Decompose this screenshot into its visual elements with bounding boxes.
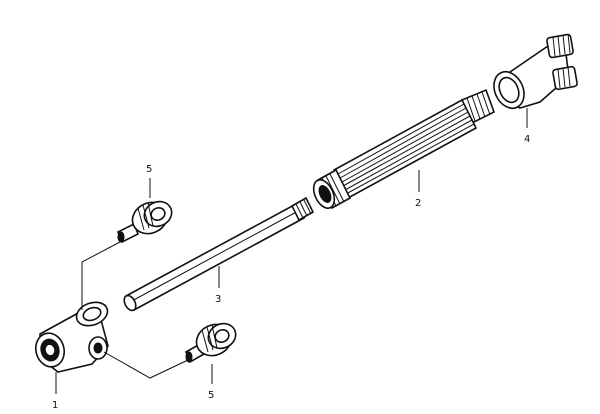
part-4-y-fitting: 4 bbox=[493, 33, 578, 145]
callout-1: 1 bbox=[52, 400, 58, 411]
callout-5-lower: 5 bbox=[208, 390, 214, 401]
part-4-lower-branch bbox=[552, 65, 578, 91]
part-2-sleeve: 2 bbox=[312, 88, 495, 210]
part-3-rod: 3 bbox=[123, 196, 315, 312]
callout-5-upper: 5 bbox=[146, 164, 152, 175]
part-5-lower-knob: 5 bbox=[103, 322, 237, 401]
callout-2: 2 bbox=[415, 198, 421, 209]
part-5-upper-knob: 5 bbox=[81, 164, 173, 310]
part-1-tee-body: 1 bbox=[34, 301, 109, 411]
callout-4: 4 bbox=[524, 134, 530, 145]
callout-3: 3 bbox=[215, 294, 221, 305]
part-4-upper-branch bbox=[546, 33, 574, 59]
